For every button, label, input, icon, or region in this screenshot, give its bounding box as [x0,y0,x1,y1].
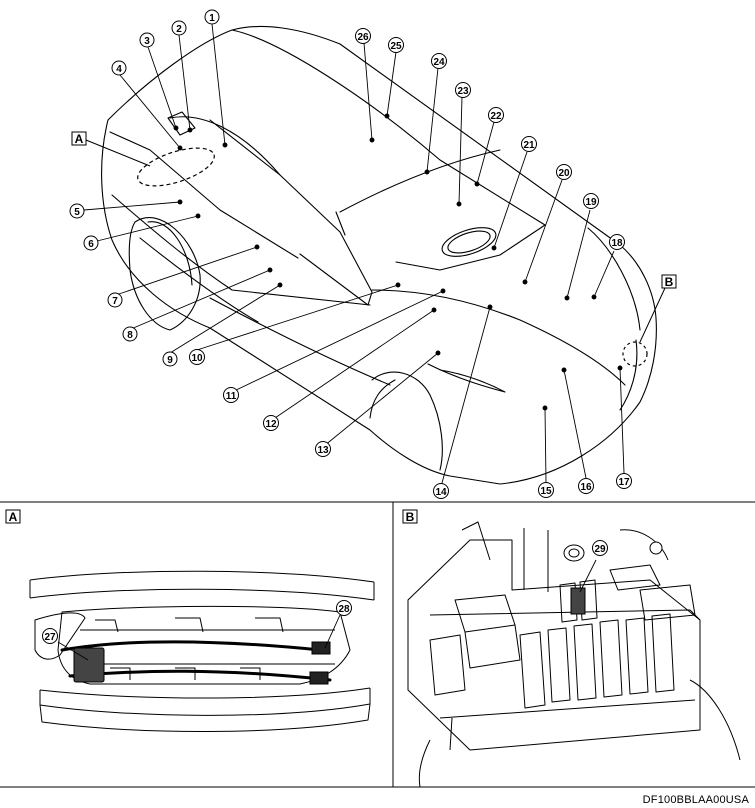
callout-2: 2 [171,20,187,36]
svg-text:12: 12 [265,419,277,430]
callout-10: 10 [189,349,205,365]
vehicle-illustration [101,25,657,485]
svg-text:14: 14 [435,487,447,498]
callout-11: 11 [223,387,239,403]
svg-text:10: 10 [191,353,203,364]
callout-16: 16 [578,478,594,494]
detail-b-relay-29 [570,587,586,615]
svg-text:5: 5 [74,207,80,218]
callout-28: 28 [336,600,352,616]
detail-label-a: A [71,131,151,167]
svg-text:B: B [665,275,674,289]
detail-panels-frame [0,501,755,788]
svg-text:28: 28 [338,604,350,615]
svg-text:A: A [75,132,84,146]
callout-14: 14 [433,483,449,499]
detail-a-panel: A 27 28 [5,509,375,733]
detail-b-indicator [622,341,648,367]
svg-text:7: 7 [112,296,118,307]
svg-text:25: 25 [390,41,402,52]
callout-27: 27 [42,628,58,644]
callout-3: 3 [139,32,155,48]
svg-text:19: 19 [585,197,597,208]
svg-text:23: 23 [457,86,469,97]
svg-text:13: 13 [317,445,329,456]
callout-12: 12 [263,415,279,431]
svg-text:18: 18 [611,238,623,249]
callout-15: 15 [538,482,554,498]
svg-text:29: 29 [594,544,606,555]
callout-17: 17 [616,473,632,489]
svg-text:2: 2 [176,24,182,35]
detail-a-indicator [137,147,215,187]
callout-9: 9 [162,351,178,367]
svg-text:A: A [9,510,18,524]
svg-text:17: 17 [618,477,630,488]
svg-text:27: 27 [44,632,56,643]
svg-text:24: 24 [433,57,445,68]
callout-22: 22 [488,107,504,123]
svg-text:20: 20 [558,168,570,179]
callout-1: 1 [204,9,220,25]
callout-4: 4 [111,60,127,76]
svg-text:9: 9 [167,355,173,366]
svg-text:21: 21 [523,140,535,151]
callout-leaders [83,23,625,484]
callout-23: 23 [455,82,471,98]
svg-text:1: 1 [209,13,215,24]
svg-text:8: 8 [127,330,133,341]
detail-label-b: B [639,274,677,343]
svg-text:11: 11 [226,391,237,402]
callout-26: 26 [355,28,371,44]
callout-7: 7 [107,292,123,308]
callout-20: 20 [556,164,572,180]
svg-text:3: 3 [144,36,150,47]
svg-text:26: 26 [357,32,369,43]
callout-6: 6 [83,235,99,251]
detail-a-connector-27 [73,647,105,683]
svg-text:15: 15 [540,486,552,497]
callout-18: 18 [609,234,625,250]
detail-b-fuse-box-illustration [407,521,741,788]
detail-a-bumper-illustration [29,570,375,733]
callout-19: 19 [583,193,599,209]
callout-8: 8 [122,326,138,342]
callout-5: 5 [69,203,85,219]
svg-text:6: 6 [88,239,94,250]
callout-25: 25 [388,37,404,53]
callout-13: 13 [315,441,331,457]
svg-text:22: 22 [490,111,502,122]
svg-text:B: B [406,510,415,524]
callout-29: 29 [592,540,608,556]
callout-21: 21 [521,136,537,152]
callout-24: 24 [431,53,447,69]
callout-numbers: 1 2 3 4 5 6 7 8 9 10 11 12 13 14 15 16 1… [69,9,632,499]
svg-text:4: 4 [116,64,122,75]
reference-code: DF100BBLAA00USA [642,794,749,806]
svg-text:16: 16 [580,482,592,493]
detail-b-panel: B [402,509,741,788]
